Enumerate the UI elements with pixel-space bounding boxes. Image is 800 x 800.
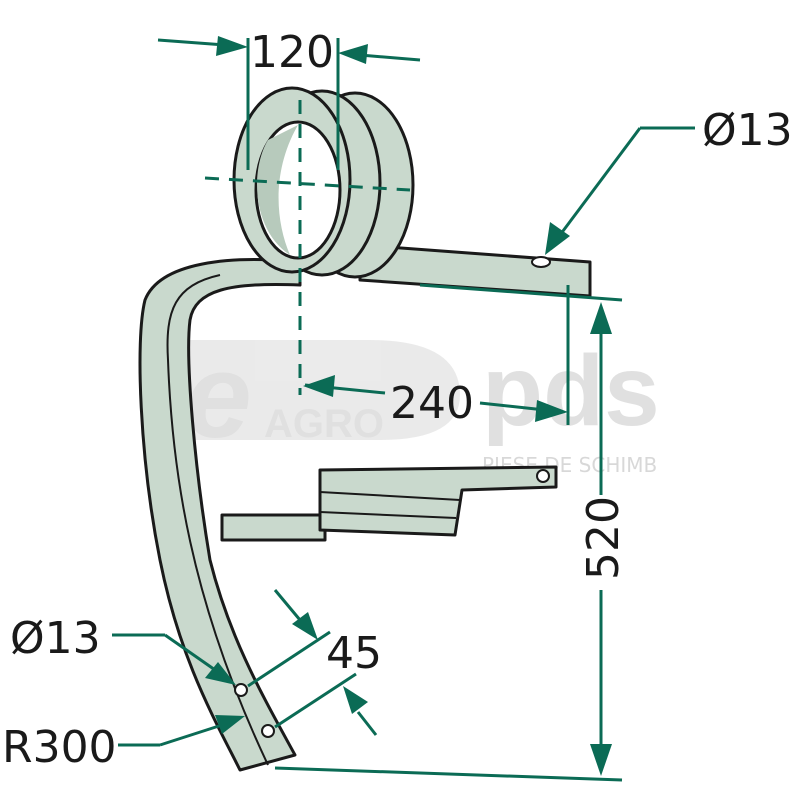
dimension-520: 520 <box>274 283 629 782</box>
dim-label-120: 120 <box>250 27 334 78</box>
dim-label-240: 240 <box>390 378 474 429</box>
center-line-horizontal <box>204 176 411 192</box>
dim-label-520: 520 <box>578 496 629 580</box>
tine-edge <box>166 274 269 766</box>
dimension-45: 45 <box>247 589 382 736</box>
watermark-pds: pds <box>482 335 660 447</box>
tine-hole-2 <box>261 724 275 738</box>
dimension-240: 240 <box>303 285 570 429</box>
dim-label-hole-top: Ø13 <box>702 105 793 156</box>
dimension-hole-bottom: Ø13 <box>10 613 236 685</box>
dim-label-45: 45 <box>326 628 382 679</box>
lower-bracket <box>318 465 558 537</box>
watermark-agro: AGRO <box>264 402 384 446</box>
tine-hole-1 <box>234 683 248 697</box>
dimension-radius: R300 <box>2 715 245 773</box>
tine-arm <box>138 258 302 772</box>
dimension-hole-top: Ø13 <box>545 105 793 255</box>
bar-hole <box>531 256 551 268</box>
watermark-e: e <box>185 329 252 463</box>
dimension-120: 120 <box>157 27 421 170</box>
lower-plate <box>220 513 327 542</box>
coil-inner-shade <box>257 125 298 255</box>
dim-label-hole-bottom: Ø13 <box>10 613 101 664</box>
watermark: e AGRO pds PIESE DE SCHIMB <box>185 329 660 477</box>
lower-hole <box>536 469 550 483</box>
dim-label-radius: R300 <box>2 722 117 773</box>
